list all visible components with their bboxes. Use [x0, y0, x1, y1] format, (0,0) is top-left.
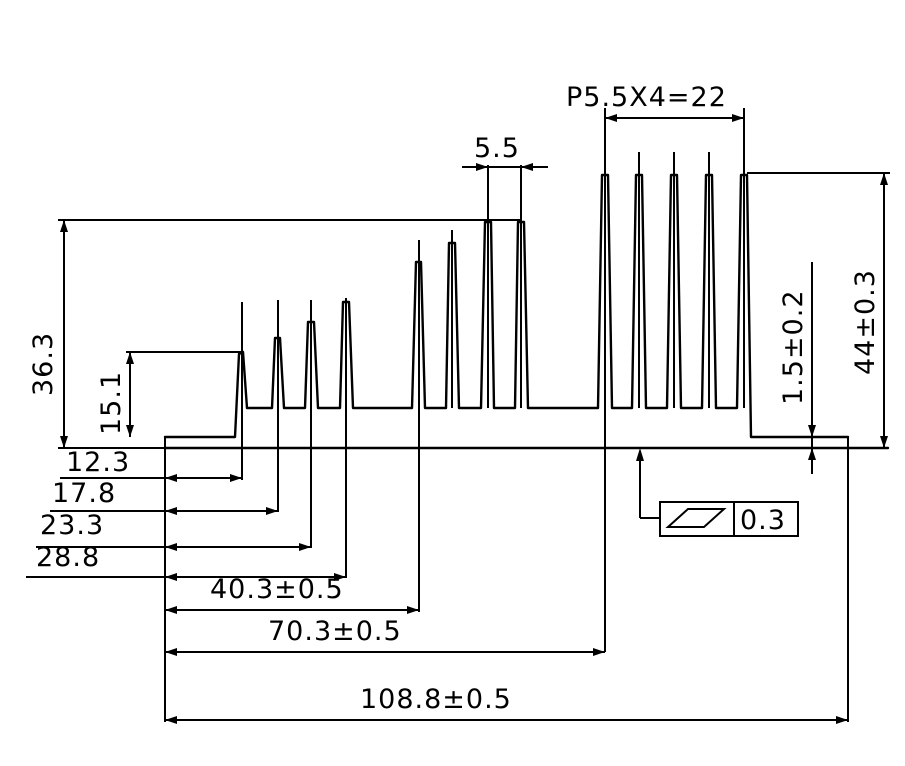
base-thickness-label: 1.5±0.2 — [778, 289, 809, 405]
offset-70-dimension: 70.3±0.5 — [165, 616, 605, 656]
offset-23-dimension: 23.3 — [36, 510, 311, 551]
height-15-dimension: 15.1 — [96, 351, 243, 437]
offset-40-label: 40.3±0.5 — [210, 574, 344, 605]
total-height-label: 44±0.3 — [850, 269, 881, 375]
offset-28-dimension: 28.8 — [26, 542, 346, 581]
flatness-frame — [659, 501, 799, 537]
offset-40-dimension: 40.3±0.5 — [165, 574, 419, 614]
height-36-dimension: 36.3 — [28, 219, 521, 449]
flatness-icon — [665, 508, 727, 528]
total-width-label: 108.8±0.5 — [360, 684, 512, 715]
height-36-label: 36.3 — [28, 332, 59, 396]
offset-17-dimension: 17.8 — [50, 478, 278, 515]
total-width-dimension: 108.8±0.5 — [165, 684, 848, 724]
flatness-value: 0.3 — [740, 505, 786, 536]
offset-70-label: 70.3±0.5 — [268, 616, 402, 647]
height-15-label: 15.1 — [96, 371, 127, 435]
offset-12-label: 12.3 — [66, 447, 130, 478]
fin-gap-label: 5.5 — [474, 133, 520, 164]
flatness-callout: 0.3 — [636, 448, 799, 537]
total-height-dimension: 44±0.3 — [747, 172, 890, 448]
heatsink-profile-outline — [163, 173, 850, 439]
offset-28-label: 28.8 — [36, 542, 100, 573]
offset-12-dimension: 12.3 — [60, 447, 242, 482]
fin-gap-dimension: 5.5 — [462, 133, 548, 171]
pitch-dimension: P5.5X4=22 — [566, 82, 744, 122]
base-thickness-dimension: 1.5±0.2 — [778, 262, 816, 474]
offset-23-label: 23.3 — [40, 510, 104, 541]
fin-centerlines — [241, 108, 745, 652]
offset-17-label: 17.8 — [52, 478, 116, 509]
pitch-label: P5.5X4=22 — [566, 82, 727, 113]
